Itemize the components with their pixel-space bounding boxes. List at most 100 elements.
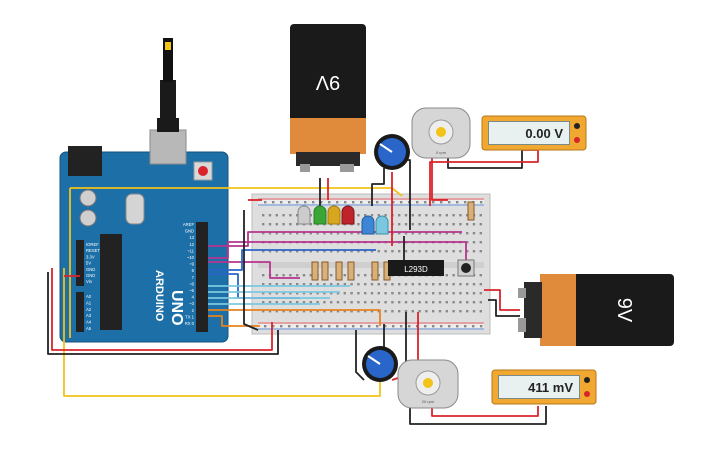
breadboard-hole[interactable] — [445, 232, 448, 235]
breadboard-hole[interactable] — [391, 283, 394, 286]
breadboard-hole[interactable] — [404, 232, 408, 235]
breadboard-hole[interactable] — [309, 274, 312, 277]
breadboard-hole[interactable] — [343, 274, 346, 277]
breadboard-hole[interactable] — [296, 274, 299, 277]
analog-header[interactable] — [76, 292, 84, 332]
rail-hole[interactable] — [368, 325, 371, 328]
breadboard-hole[interactable] — [432, 310, 435, 313]
breadboard-hole[interactable] — [445, 283, 448, 286]
breadboard-hole[interactable] — [472, 232, 476, 235]
rail-hole[interactable] — [312, 201, 315, 204]
rail-hole[interactable] — [424, 201, 427, 204]
breadboard-hole[interactable] — [425, 292, 428, 295]
breadboard-hole[interactable] — [364, 292, 367, 295]
breadboard-hole[interactable] — [289, 250, 292, 253]
rail-hole[interactable] — [264, 325, 267, 328]
breadboard-hole[interactable] — [370, 214, 374, 217]
rail-hole[interactable] — [416, 201, 419, 204]
breadboard-hole[interactable] — [268, 301, 272, 304]
breadboard-hole[interactable] — [398, 292, 401, 295]
breadboard-hole[interactable] — [452, 250, 455, 253]
breadboard-hole[interactable] — [384, 214, 387, 217]
rail-hole[interactable] — [456, 325, 459, 328]
breadboard-hole[interactable] — [466, 223, 469, 226]
breadboard-hole[interactable] — [343, 283, 346, 286]
rail-hole[interactable] — [464, 201, 467, 204]
breadboard-hole[interactable] — [472, 283, 476, 286]
breadboard-hole[interactable] — [336, 292, 340, 295]
breadboard-hole[interactable] — [302, 283, 306, 286]
breadboard-hole[interactable] — [411, 232, 414, 235]
potentiometer-top[interactable] — [374, 134, 410, 170]
breadboard-hole[interactable] — [411, 223, 414, 226]
rail-hole[interactable] — [320, 325, 323, 328]
breadboard-hole[interactable] — [364, 310, 367, 313]
breadboard-hole[interactable] — [343, 301, 346, 304]
breadboard-hole[interactable] — [336, 310, 340, 313]
breadboard-hole[interactable] — [364, 301, 367, 304]
breadboard-hole[interactable] — [445, 214, 448, 217]
breadboard-hole[interactable] — [350, 283, 353, 286]
breadboard-hole[interactable] — [275, 283, 278, 286]
breadboard-hole[interactable] — [432, 250, 435, 253]
breadboard-hole[interactable] — [445, 292, 448, 295]
breadboard-hole[interactable] — [411, 301, 414, 304]
breadboard-hole[interactable] — [262, 274, 265, 277]
breadboard-hole[interactable] — [364, 274, 367, 277]
breadboard-hole[interactable] — [459, 310, 462, 313]
breadboard-hole[interactable] — [384, 301, 387, 304]
breadboard-hole[interactable] — [262, 214, 265, 217]
breadboard-hole[interactable] — [289, 232, 292, 235]
breadboard-hole[interactable] — [282, 283, 285, 286]
reset-button[interactable] — [198, 166, 208, 176]
breadboard-hole[interactable] — [296, 292, 299, 295]
breadboard-hole[interactable] — [425, 283, 428, 286]
rail-hole[interactable] — [264, 201, 267, 204]
breadboard-hole[interactable] — [377, 250, 380, 253]
breadboard-hole[interactable] — [323, 301, 326, 304]
rail-hole[interactable] — [456, 201, 459, 204]
breadboard-hole[interactable] — [404, 250, 408, 253]
breadboard-hole[interactable] — [445, 274, 448, 277]
breadboard-hole[interactable] — [364, 214, 367, 217]
breadboard-hole[interactable] — [316, 301, 319, 304]
breadboard-hole[interactable] — [432, 223, 435, 226]
rail-hole[interactable] — [432, 325, 435, 328]
breadboard-hole[interactable] — [459, 292, 462, 295]
breadboard-hole[interactable] — [357, 301, 360, 304]
motor-top[interactable]: 0 rpm — [411, 107, 471, 159]
rail-hole[interactable] — [480, 325, 483, 328]
breadboard-hole[interactable] — [466, 250, 469, 253]
rail-hole[interactable] — [472, 325, 475, 328]
breadboard-hole[interactable] — [370, 283, 374, 286]
breadboard-hole[interactable] — [398, 250, 401, 253]
rail-hole[interactable] — [376, 325, 379, 328]
breadboard-hole[interactable] — [350, 292, 353, 295]
breadboard-hole[interactable] — [323, 310, 326, 313]
breadboard-hole[interactable] — [452, 283, 455, 286]
breadboard-hole[interactable] — [302, 274, 306, 277]
breadboard-hole[interactable] — [377, 310, 380, 313]
breadboard-hole[interactable] — [479, 283, 482, 286]
breadboard-hole[interactable] — [309, 214, 312, 217]
breadboard-hole[interactable] — [466, 232, 469, 235]
push-button[interactable] — [457, 259, 475, 277]
rail-hole[interactable] — [424, 325, 427, 328]
breadboard-hole[interactable] — [370, 301, 374, 304]
breadboard-hole[interactable] — [262, 232, 265, 235]
rail-hole[interactable] — [392, 201, 395, 204]
breadboard-hole[interactable] — [323, 292, 326, 295]
breadboard-hole[interactable] — [398, 310, 401, 313]
breadboard-hole[interactable] — [479, 232, 482, 235]
breadboard-hole[interactable] — [289, 223, 292, 226]
breadboard-hole[interactable] — [262, 250, 265, 253]
breadboard-hole[interactable] — [275, 214, 278, 217]
breadboard-hole[interactable] — [309, 283, 312, 286]
breadboard-hole[interactable] — [472, 301, 476, 304]
breadboard-hole[interactable] — [432, 292, 435, 295]
breadboard-hole[interactable] — [479, 241, 482, 244]
breadboard-hole[interactable] — [472, 292, 476, 295]
breadboard-hole[interactable] — [336, 301, 340, 304]
breadboard-hole[interactable] — [289, 310, 292, 313]
rail-hole[interactable] — [320, 201, 323, 204]
